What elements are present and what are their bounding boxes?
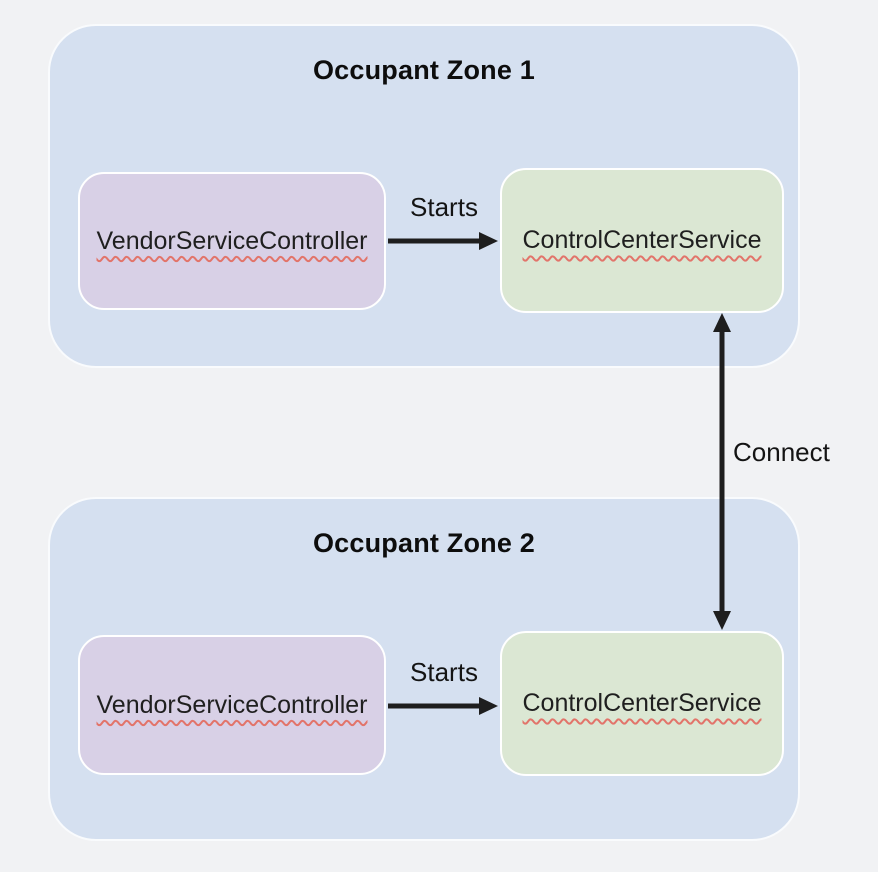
node-label: VendorServiceController [96,690,368,719]
node-control-center-service-2: ControlCenterService [500,631,784,776]
node-label: ControlCenterService [522,226,762,254]
node-vendor-service-controller-2: VendorServiceController [78,635,386,775]
node-vendor-service-controller-1: VendorServiceController [78,172,386,310]
zone-1-title: Occupant Zone 1 [312,55,536,85]
edge-label-starts-1: Starts [410,192,478,222]
node-label: ControlCenterService [522,689,762,717]
zone-2-title: Occupant Zone 2 [312,528,536,558]
edge-label-connect: Connect [733,437,830,467]
node-control-center-service-1: ControlCenterService [500,168,784,313]
edge-label-starts-2: Starts [410,657,478,687]
node-label: VendorServiceController [96,226,368,255]
